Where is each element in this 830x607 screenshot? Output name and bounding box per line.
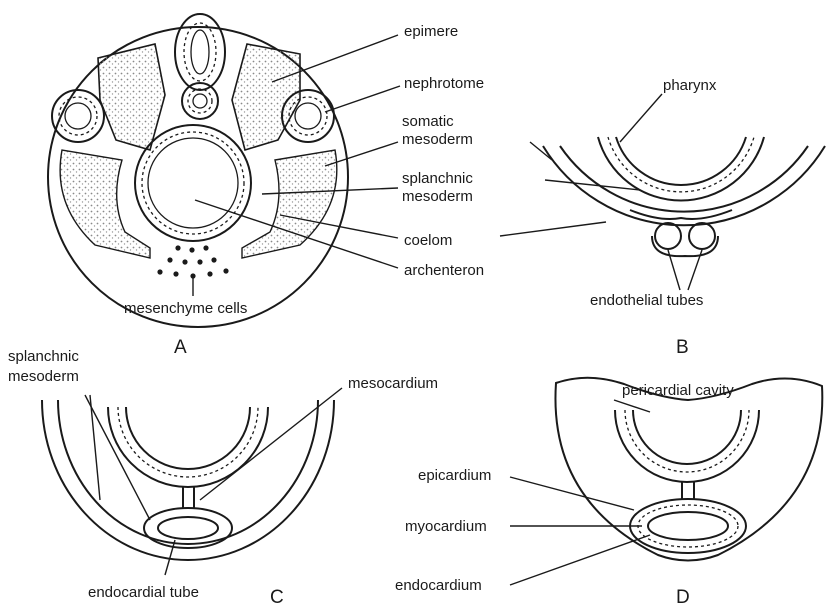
- mesenchyme-dots: [157, 245, 228, 278]
- epimere-left: [98, 44, 165, 150]
- label-pericardial: pericardial cavity: [622, 382, 734, 399]
- neural-tube: [175, 14, 225, 90]
- endocardial-tube: [158, 517, 218, 539]
- label-pharynx: pharynx: [663, 77, 717, 94]
- pharynx-outer: [598, 137, 764, 200]
- label-archenteron: archenteron: [404, 262, 484, 279]
- label-endocardial: endocardial tube: [88, 584, 199, 601]
- label-nephrotome: nephrotome: [404, 75, 484, 92]
- lateral-plate-right: [242, 150, 337, 258]
- panel-d: pericardial cavity epicardium myocardium…: [395, 378, 822, 607]
- leader-endocardium: [510, 535, 650, 585]
- pharynx-c-outer: [108, 407, 268, 487]
- leader-nephrotome: [325, 86, 400, 112]
- label-mesocardium: mesocardium: [348, 375, 438, 392]
- label-mesenchyme: mesenchyme cells: [124, 300, 247, 317]
- nephrotome-left: [52, 90, 104, 142]
- panel-letter-c: C: [270, 587, 284, 607]
- leader-epicardium: [510, 477, 634, 510]
- leader-splanchnic-c-2: [90, 395, 100, 500]
- endothelial-tube-left: [655, 223, 681, 249]
- label-myocardium: myocardium: [405, 518, 487, 535]
- leader-coelom-b: [500, 222, 606, 236]
- endocardium-ring: [648, 512, 728, 540]
- panel-letter-d: D: [676, 587, 690, 607]
- endothelial-sheath: [652, 236, 718, 256]
- panel-letter-b: B: [676, 337, 689, 358]
- leader-pericardial: [614, 400, 650, 412]
- leader-somatic-b: [530, 142, 552, 160]
- outer-wall-outer-c: [42, 400, 334, 560]
- pericardial-cavity-outline: [555, 378, 822, 561]
- label-epimere: epimere: [404, 23, 458, 40]
- label-epicardium: epicardium: [418, 467, 491, 484]
- endothelial-tube-right: [689, 223, 715, 249]
- pharynx-c-inner: [126, 407, 250, 469]
- archenteron-gut: [135, 125, 251, 241]
- notochord: [182, 83, 218, 119]
- pharynx-c-mid: [118, 407, 258, 477]
- pharynx-inner: [616, 137, 746, 185]
- leader-pharynx: [620, 94, 662, 142]
- panel-b: pharynx endothelial tubes B: [500, 77, 825, 358]
- label-coelom: coelom: [404, 232, 452, 249]
- panel-letter-a: A: [174, 337, 187, 358]
- label-endothelial: endothelial tubes: [590, 292, 703, 309]
- pharynx-d-inner: [633, 410, 741, 464]
- leader-mesocardium: [200, 388, 342, 500]
- label-endocardium: endocardium: [395, 577, 482, 594]
